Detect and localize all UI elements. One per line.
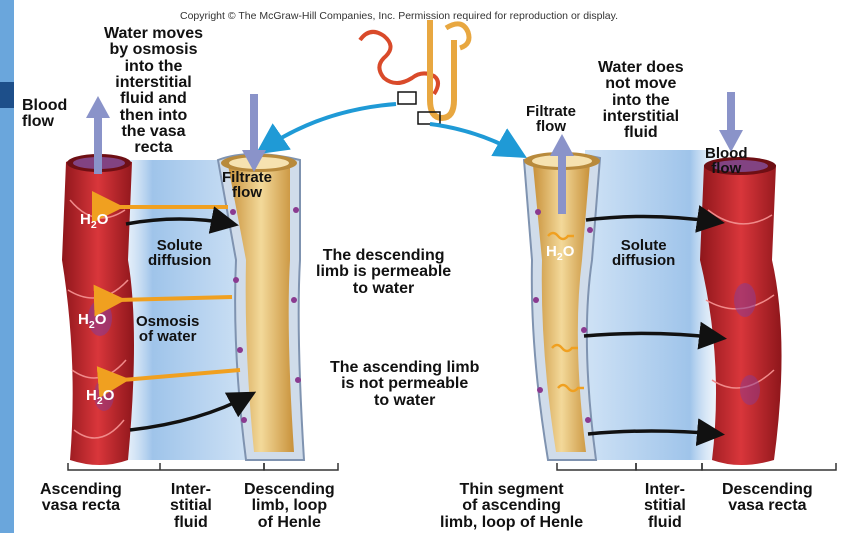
- nephron-thumbnail: [360, 20, 469, 124]
- label-blood-flow-right: Blood flow: [705, 146, 748, 177]
- label-ascending-vasa-recta: Ascending vasa recta: [40, 482, 122, 515]
- label-h2o-3: H2O: [86, 388, 114, 407]
- label-solute-diffusion-right: Solute diffusion: [612, 238, 675, 269]
- label-water-moves: Water moves by osmosis into the intersti…: [104, 26, 203, 157]
- label-h2o-2: H2O: [78, 312, 106, 331]
- label-descending-vasa-recta: Descending vasa recta: [722, 482, 813, 515]
- ascending-vasa-recta: [62, 154, 134, 465]
- label-thin-segment: Thin segment of ascending limb, loop of …: [440, 482, 583, 531]
- label-interstitial-fluid-left: Inter- stitial fluid: [170, 482, 212, 531]
- label-water-does-not-move: Water does not move into the interstitia…: [598, 60, 684, 142]
- label-descending-limb: Descending limb, loop of Henle: [244, 482, 335, 531]
- label-h2o-1: H2O: [80, 212, 108, 231]
- bottom-brackets: [68, 463, 836, 470]
- zoom-arrow-left: [262, 104, 396, 150]
- label-descending-permeable: The descending limb is permeable to wate…: [316, 248, 451, 297]
- label-filtrate-flow-left: Filtrate flow: [222, 170, 272, 201]
- label-blood-flow-left: Blood flow: [22, 98, 67, 131]
- zoom-arrow-right: [430, 124, 520, 154]
- label-filtrate-flow-right: Filtrate flow: [526, 104, 576, 135]
- label-solute-diffusion-left: Solute diffusion: [148, 238, 211, 269]
- label-h2o-right: H2O: [546, 244, 574, 263]
- label-osmosis-of-water: Osmosis of water: [136, 314, 199, 345]
- label-interstitial-fluid-right: Inter- stitial fluid: [644, 482, 686, 531]
- blood-flow-arrow-right: [719, 92, 743, 152]
- label-ascending-not-permeable: The ascending limb is not permeable to w…: [330, 360, 479, 409]
